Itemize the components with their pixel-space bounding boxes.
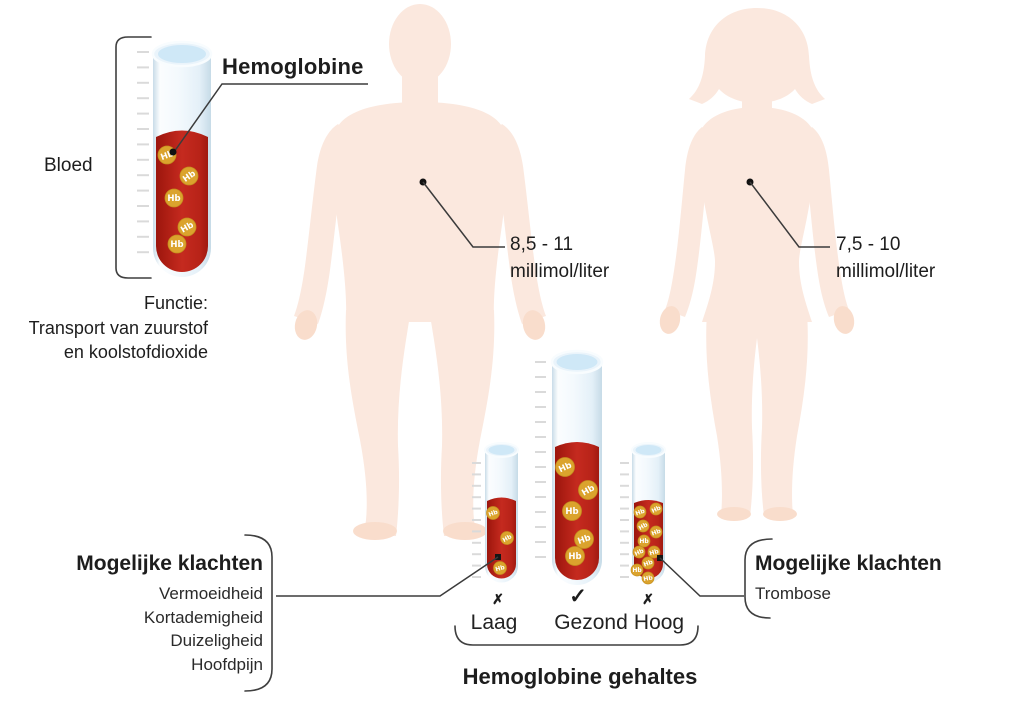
- svg-text:Hb: Hb: [495, 564, 506, 573]
- hb-molecule: Hb: [555, 457, 575, 477]
- complaint-item: Hoofdpijn: [191, 654, 263, 674]
- svg-text:Hb: Hb: [651, 504, 663, 515]
- complaint-item: Trombose: [755, 584, 831, 603]
- complaint-item: Vermoeidheid: [159, 584, 263, 603]
- hb-molecule: Hb: [486, 506, 500, 520]
- hb-molecule: Hb: [633, 505, 647, 519]
- svg-text:Hb: Hb: [488, 509, 500, 519]
- hb-molecule: Hb: [630, 563, 644, 577]
- svg-text:Hb: Hb: [568, 552, 581, 562]
- svg-text:Hb: Hb: [643, 559, 655, 569]
- hb-molecule: Hb: [500, 531, 514, 545]
- hb-molecule: Hb: [177, 217, 197, 237]
- blood-function-caption: Functie: Transport van zuurstof en kools…: [0, 291, 208, 365]
- blood-label: Bloed: [44, 155, 93, 176]
- callout-dot: [169, 148, 177, 156]
- hb-molecule: Hb: [179, 166, 199, 186]
- low-complaints-connector: [244, 534, 501, 692]
- svg-text:Hb: Hb: [649, 548, 660, 557]
- hb-molecule: Hb: [578, 480, 598, 500]
- tube-bracket: [115, 36, 152, 279]
- tube-scale-ticks: [472, 462, 481, 578]
- svg-text:Hb: Hb: [167, 194, 180, 204]
- low-complaints-heading: Mogelijke klachten: [76, 552, 263, 575]
- male-silhouette: [294, 4, 546, 540]
- female-range-label: 7,5 - 10 millimol/liter: [836, 231, 935, 285]
- hb-molecule: Hb: [636, 519, 650, 533]
- hb-molecule: Hb: [167, 234, 187, 254]
- tube-scale-ticks: [620, 462, 629, 578]
- complaint-item: Kortademigheid: [143, 607, 263, 627]
- high-level-x-mark: ✗: [642, 591, 654, 607]
- low-level-label: Laag: [470, 611, 518, 634]
- hb-molecules: Hb Hb Hb Hb Hb: [157, 145, 199, 254]
- hb-molecule: Hb: [641, 556, 655, 570]
- hb-molecule: Hb: [164, 188, 184, 208]
- range-value: 8,5 - 11: [510, 234, 574, 255]
- svg-text:Hb: Hb: [635, 508, 647, 518]
- male-range-label: 8,5 - 11 millimol/liter: [510, 231, 609, 285]
- levels-title: Hemoglobine gehaltes: [462, 664, 698, 689]
- tube-scale-ticks: [137, 51, 149, 254]
- hb-molecule: Hb: [649, 525, 663, 539]
- hb-molecule: Hb: [649, 502, 663, 516]
- svg-text:Hb: Hb: [643, 574, 654, 583]
- hb-molecule: Hb: [562, 501, 582, 521]
- high-complaints-bracket: [744, 538, 773, 619]
- complaint-item: Duizeligheid: [170, 631, 263, 650]
- high-complaints-heading: Mogelijke klachten: [755, 552, 942, 575]
- female-silhouette: [659, 8, 855, 521]
- hb-molecules: Hb Hb Hb Hb Hb Hb Hb Hb Hb Hb: [630, 502, 663, 585]
- hb-molecules: Hb Hb Hb Hb Hb: [555, 457, 598, 566]
- caption-line: Transport van zuurstof: [28, 317, 208, 338]
- healthy-level-check-mark: ✓: [569, 585, 587, 608]
- svg-text:Hb: Hb: [634, 547, 646, 558]
- tube-scale-ticks: [535, 361, 546, 558]
- low-level-x-mark: ✗: [492, 591, 504, 607]
- low-complaints-bracket: [244, 534, 273, 692]
- caption-line: en koolstofdioxide: [63, 342, 208, 362]
- hb-molecules: Hb Hb Hb: [486, 506, 514, 575]
- svg-text:Hb: Hb: [638, 521, 650, 532]
- hemoglobine-callout-label: Hemoglobine: [222, 54, 364, 79]
- hb-molecule: Hb: [632, 545, 646, 559]
- svg-text:Hb: Hb: [565, 507, 578, 517]
- levels-group-bracket: [454, 625, 699, 646]
- svg-text:Hb: Hb: [651, 528, 663, 538]
- high-level-tube: Hb Hb Hb Hb Hb Hb Hb Hb Hb Hb: [620, 442, 666, 585]
- svg-text:Hb: Hb: [639, 538, 649, 545]
- svg-text:Hb: Hb: [576, 533, 592, 547]
- male-range-leader: [419, 178, 505, 248]
- svg-text:Hb: Hb: [170, 240, 183, 250]
- healthy-level-label: Gezond: [554, 611, 628, 634]
- blood-sample-tube: Hb Hb Hb Hb Hb: [115, 36, 368, 279]
- hb-molecule: Hb: [637, 534, 651, 548]
- high-complaints-connector: [657, 538, 773, 619]
- range-value: 7,5 - 10: [836, 234, 901, 255]
- low-complaints-block: Mogelijke klachten Vermoeidheid Kortadem…: [76, 551, 263, 676]
- range-unit: millimol/liter: [836, 261, 936, 282]
- svg-text:Hb: Hb: [632, 567, 642, 574]
- hb-molecule: Hb: [574, 529, 594, 549]
- low-level-tube: Hb Hb Hb: [472, 442, 519, 583]
- female-range-leader: [746, 178, 830, 248]
- svg-text:Hb: Hb: [502, 533, 514, 544]
- hb-molecule: Hb: [641, 571, 655, 585]
- range-unit: millimol/liter: [510, 261, 610, 282]
- hb-molecule: Hb: [565, 546, 585, 566]
- caption-line: Functie:: [143, 293, 208, 313]
- high-level-label: Hoog: [633, 611, 685, 634]
- healthy-level-tube: Hb Hb Hb Hb Hb: [535, 349, 604, 585]
- high-complaints-block: Mogelijke klachten Trombose: [755, 551, 942, 606]
- hb-molecule: Hb: [493, 561, 507, 575]
- hemoglobine-callout-line: [169, 83, 368, 156]
